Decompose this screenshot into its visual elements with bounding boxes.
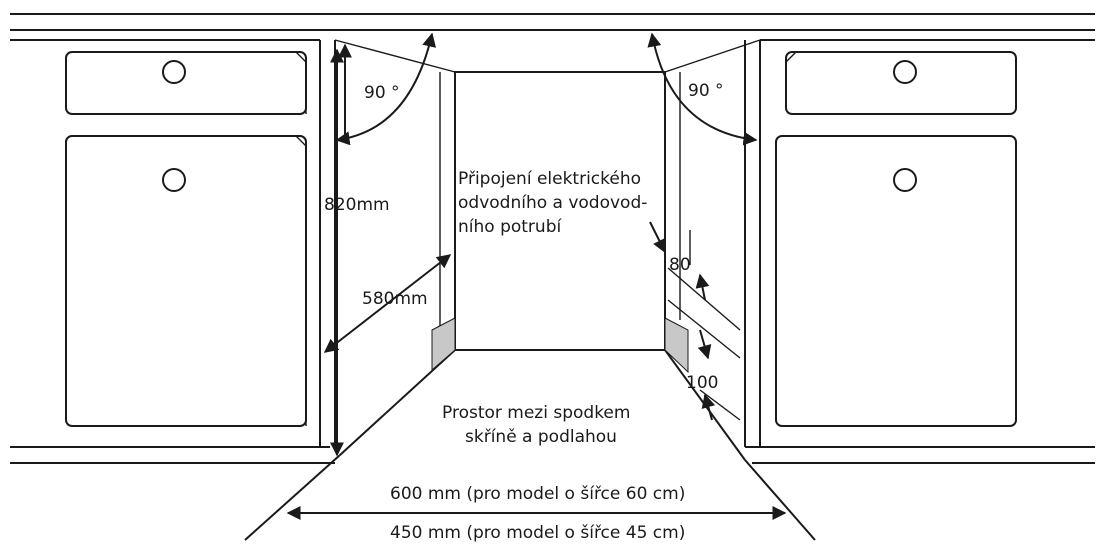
space-label-line2: skříně a podlahou [465,427,617,447]
dim-80-label: 80 [669,255,691,275]
left-drawer [65,51,307,115]
right-door [775,135,1017,427]
angle-left-label: 90 ° [364,83,400,103]
countertop [10,13,1095,41]
door-knob-icon [893,168,917,192]
left-cabinet [65,40,336,447]
small-dimensions [649,221,716,421]
width-450-label: 450 mm (pro model o šířce 45 cm) [390,523,685,543]
right-cabinet [744,40,1017,447]
width-600-label: 600 mm (pro model o šířce 60 cm) [390,484,685,504]
depth-dimension [323,254,452,353]
door-knob-icon [893,60,917,84]
door-knob-icon [162,60,186,84]
connection-label-line2: odvodního a vodovod- [458,193,647,213]
space-label-line1: Prostor mezi spodkem [442,403,630,423]
left-plinth-block [431,317,456,372]
door-knob-icon [162,168,186,192]
connection-label-line3: ního potrubí [458,217,562,237]
floor-line [10,446,1095,464]
dim-100-label: 100 [686,373,718,393]
right-door-swing [647,32,758,146]
niche [244,39,816,541]
niche-back-wall [454,71,666,351]
angle-right-label: 90 ° [688,81,724,101]
connection-label-line1: Připojení elektrického [458,169,641,189]
right-plinth-block [664,317,689,374]
left-door [65,135,307,427]
height-label: 820mm [324,195,390,215]
depth-label: 580mm [362,289,428,309]
left-door-swing [335,32,437,146]
